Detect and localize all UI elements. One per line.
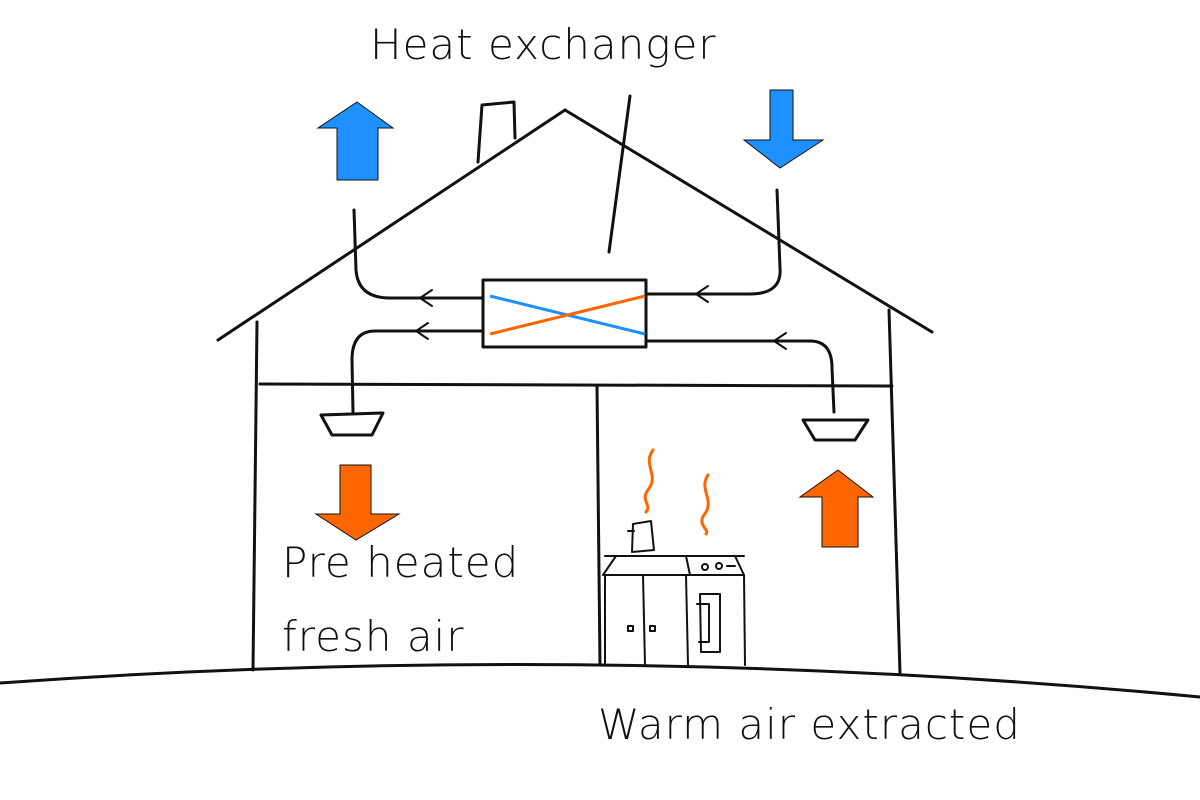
extract-duct xyxy=(644,339,836,414)
stove-icon xyxy=(602,520,746,666)
down-arrow-icon xyxy=(314,464,401,541)
wall-right xyxy=(887,308,902,675)
pre-heated-label: Pre heated xyxy=(282,538,520,587)
heat-exchanger-pointer xyxy=(607,94,632,254)
ground-line xyxy=(0,663,1200,699)
warm-air-extracted-label: Warm air extracted xyxy=(598,700,1021,749)
vent-icon xyxy=(801,418,870,442)
roof-right xyxy=(563,108,934,334)
steam-icon xyxy=(700,473,710,536)
down-arrow-icon xyxy=(742,89,825,169)
duct-arrowhead xyxy=(695,285,709,303)
vent-icon xyxy=(319,411,385,437)
fresh-air-label: fresh air xyxy=(282,612,465,661)
up-arrow-icon xyxy=(316,101,395,181)
up-arrow-icon xyxy=(798,469,875,548)
intake-duct xyxy=(644,188,782,296)
supply-duct xyxy=(350,329,485,414)
chimney-icon xyxy=(476,100,517,164)
exhaust-duct xyxy=(352,208,485,300)
duct-arrowhead xyxy=(415,322,429,340)
floor-line xyxy=(258,382,894,388)
heat-exchanger xyxy=(481,278,648,349)
steam-icon xyxy=(643,448,655,514)
duct-arrowhead xyxy=(773,332,787,350)
wall-left xyxy=(251,320,259,672)
heat-exchanger-label: Heat exchanger xyxy=(370,20,717,69)
duct-arrowhead xyxy=(419,289,433,307)
roof-left xyxy=(216,108,567,342)
warm-stream xyxy=(489,294,646,336)
partition-wall xyxy=(595,384,602,667)
